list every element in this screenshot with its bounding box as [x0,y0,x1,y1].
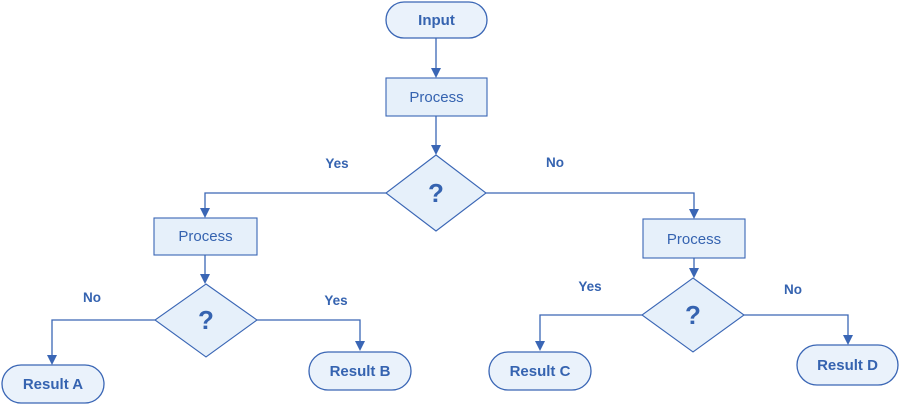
edge-label-top-yes: Yes [325,156,348,171]
input-terminal: Input [385,1,488,39]
arrowhead [431,68,441,78]
decision-top-label: ? [428,178,444,208]
process-left: Process [153,217,258,256]
edge-label-right-no: No [784,282,802,297]
process-left-label: Process [178,228,232,245]
edge-left-no [51,319,155,357]
arrowhead [355,341,365,351]
edge-label-left-no: No [83,290,101,305]
edge-right-yes [539,314,642,343]
edge-top-no [486,192,695,211]
arrowhead [689,209,699,219]
decision-top: ? [385,154,487,232]
edge-label-right-yes: Yes [578,279,601,294]
process-right-label: Process [667,231,721,248]
result-d-label: Result D [817,357,878,374]
arrowhead [689,268,699,278]
decision-right-label: ? [685,300,701,330]
process-top-label: Process [409,89,463,106]
input-label: Input [418,12,455,29]
decision-right: ? [641,277,745,353]
edge-label-top-no: No [546,155,564,170]
process-top: Process [385,77,488,117]
arrowhead [200,274,210,284]
result-d-terminal: Result D [796,344,899,386]
process-right: Process [642,218,746,259]
edge-label-left-yes: Yes [324,293,347,308]
edge-top-yes [204,192,386,210]
arrowhead [47,355,57,365]
result-a-label: Result A [23,376,83,393]
decision-left: ? [154,283,258,358]
edge-left-yes [257,319,361,343]
arrowhead [431,145,441,155]
edge-right-no [744,314,849,337]
arrowhead [535,341,545,351]
result-b-terminal: Result B [308,351,412,391]
result-b-label: Result B [330,363,391,380]
decision-left-label: ? [198,305,214,335]
result-a-terminal: Result A [1,364,105,404]
result-c-label: Result C [510,363,571,380]
arrowhead [200,208,210,218]
arrowhead [843,335,853,345]
result-c-terminal: Result C [488,351,592,391]
